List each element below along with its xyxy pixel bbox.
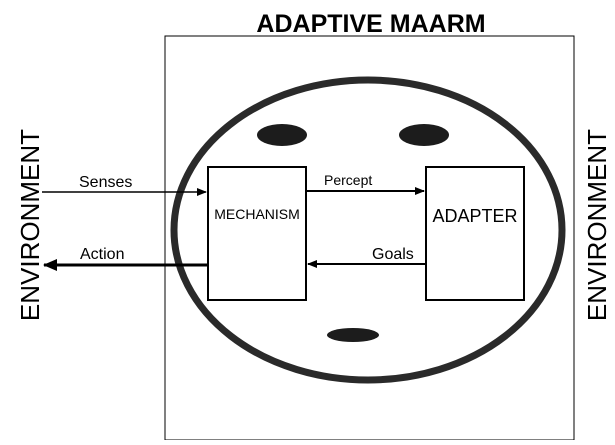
mechanism-label: MECHANISM	[214, 206, 300, 222]
left-eye	[257, 124, 307, 146]
adapter-label: ADAPTER	[432, 206, 517, 226]
action-label: Action	[80, 246, 124, 263]
mechanism-box	[207, 166, 307, 301]
face-outline	[170, 76, 566, 384]
goals-label: Goals	[372, 246, 414, 263]
environment-label-left: ENVIRONMENT	[15, 129, 45, 321]
percept-label: Percept	[324, 172, 372, 188]
right-eye	[399, 124, 449, 146]
senses-label: Senses	[79, 174, 132, 191]
environment-label-right: ENVIRONMENT	[582, 129, 612, 321]
mouth	[327, 328, 379, 342]
diagram-title: ADAPTIVE MAARM	[256, 10, 485, 38]
adapter-box	[425, 166, 525, 301]
